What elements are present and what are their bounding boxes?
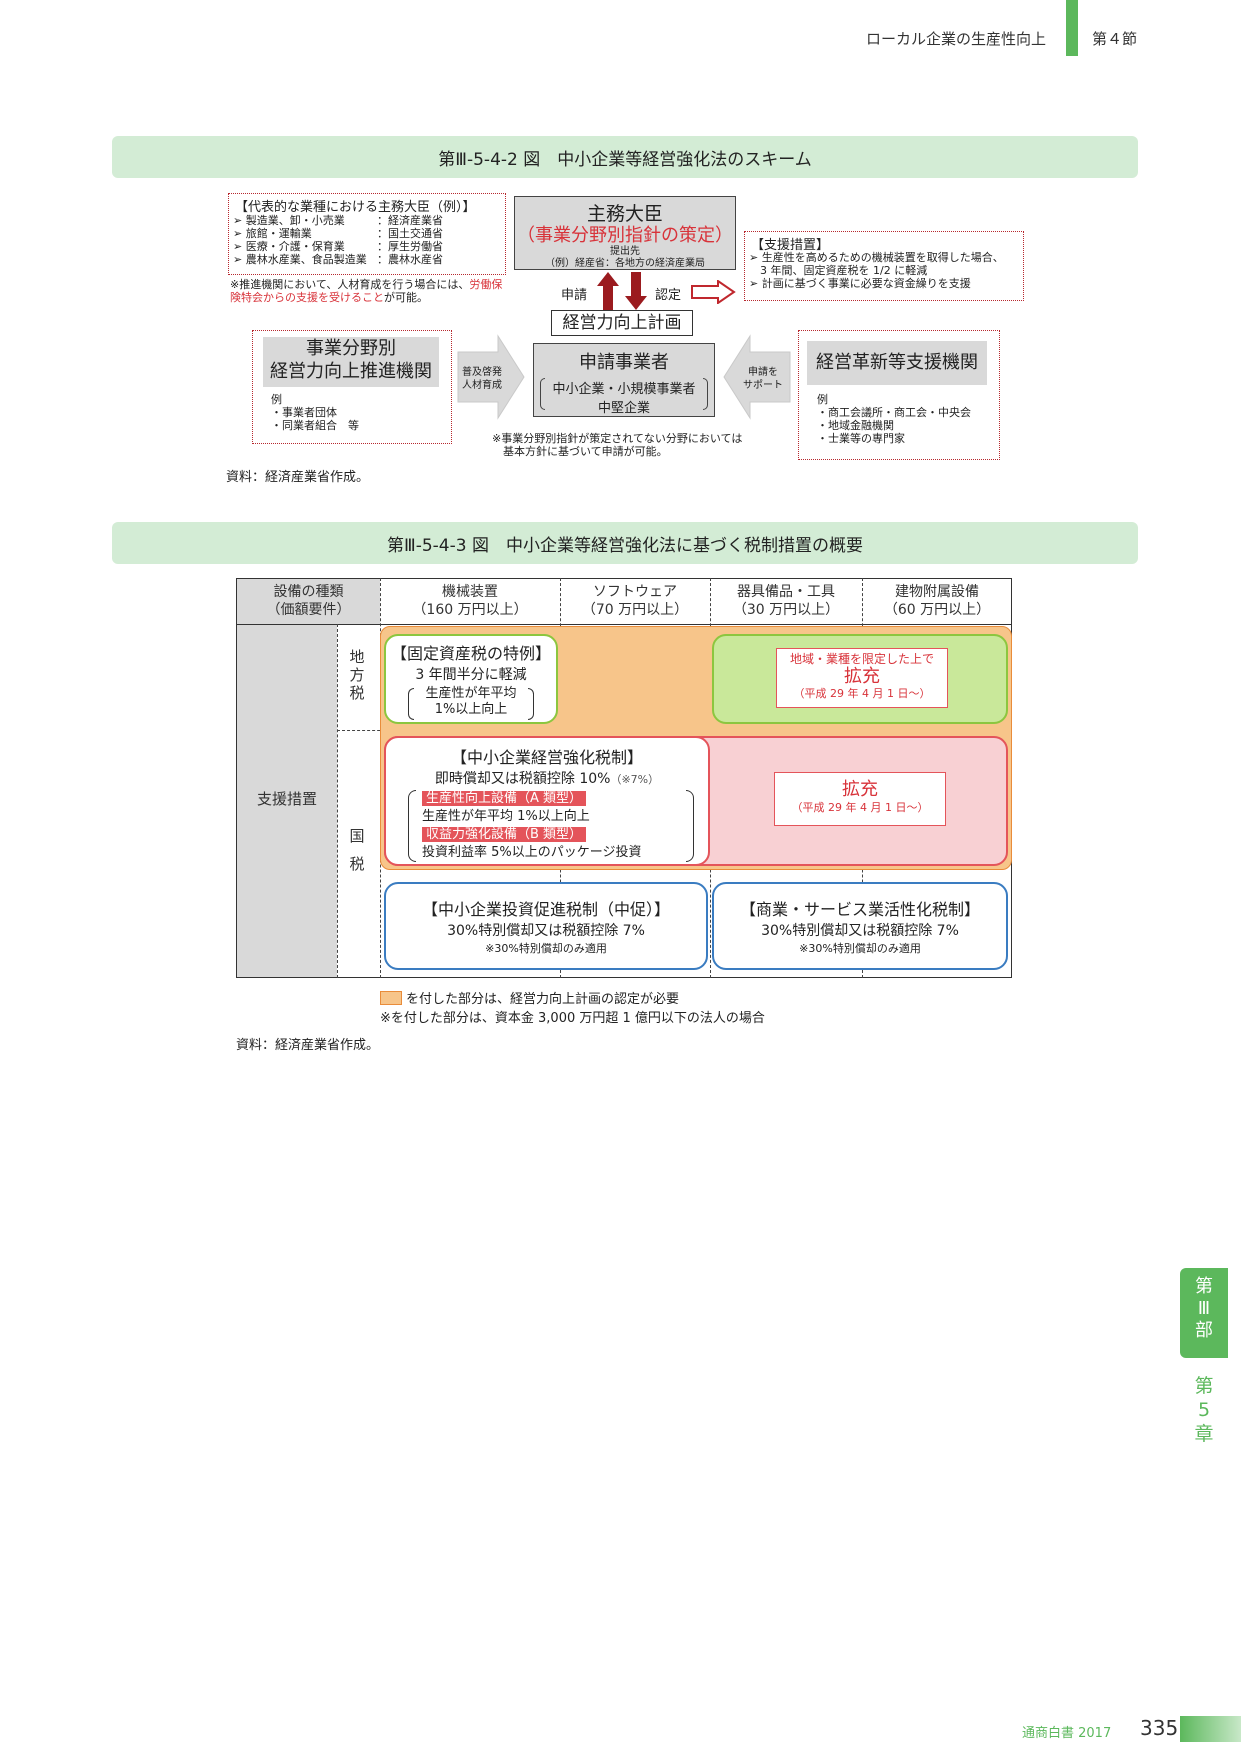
national-expansion-label: 拡充 （平成 29 年 4 月 1 日～） (774, 772, 946, 826)
support-org-title: 経営革新等支援機関 (807, 341, 987, 385)
applicant-title: 申請事業者 (579, 352, 669, 373)
promotion-org-box: 事業分野別 経営力向上推進機関 例 ・事業者団体 ・同業者組合 等 (252, 330, 452, 444)
header-cell-tools: 器具備品・工具（30 万円以上） (732, 584, 840, 618)
ministers-example-box: 【代表的な業種における主務大臣（例）】 ➢ 製造業、卸・小売業 ➢ 旅館・運輸業… (228, 193, 506, 275)
page-number: 335 (1140, 1716, 1179, 1740)
support-org-examples: 例 ・商工会議所・商工会・中央会 ・地域金融機関 ・士業等の専門家 (817, 393, 971, 445)
figure1-title: 第Ⅲ-5-4-2 図 中小企業等経営強化法のスキーム (112, 136, 1138, 178)
ministers-minister-list: ：経済産業省 ：国土交通省 ：厚生労働省 ：農林水産省 (377, 214, 497, 266)
promotion-org-examples: 例 ・事業者団体 ・同業者組合 等 (271, 393, 359, 432)
main-minister-box: 主務大臣 （事業分野別指針の策定） 提出先 （例）経産省：各地方の経済産業局 (514, 196, 736, 270)
local-tax-label: 地方税 (349, 648, 365, 702)
industry-row: ➢ 旅館・運輸業 (233, 227, 312, 240)
commerce-service-box: 【商業・サービス業活性化税制】 30%特別償却又は税額控除 7% ※30%特別償… (712, 882, 1008, 970)
header-accent-bar (1066, 0, 1078, 56)
ministers-industry-list: ➢ 製造業、卸・小売業 ➢ 旅館・運輸業 ➢ 医療・介護・保育業 ➢ 農林水産業… (233, 214, 393, 266)
national-tax-label: 国税 (349, 827, 365, 873)
industry-row: ➢ 製造業、卸・小売業 (233, 214, 345, 227)
part-tab: 第 Ⅲ 部 (1180, 1268, 1228, 1358)
ministers-heading: 【代表的な業種における主務大臣（例）】 (235, 200, 476, 215)
minister-row: ：厚生労働省 (377, 240, 443, 253)
applicant-sub2: 中堅企業 (597, 401, 650, 416)
header-cell-machinery: 機械装置（160 万円以上） (412, 584, 528, 618)
investment-line: 30%特別償却又は税額控除 7% (447, 923, 645, 939)
awareness-arrow (457, 334, 525, 420)
applicant-box: 申請事業者 中小企業・小規模事業者 中堅企業 (533, 343, 715, 417)
guideline-note: ※事業分野別指針が策定されてない分野においては 基本方針に基づいて申請が可能。 (492, 432, 743, 458)
header-cell-type: 設備の種類（価額要件） (266, 584, 351, 618)
industry-row: ➢ 医療・介護・保育業 (233, 240, 345, 253)
main-minister-policy: （事業分野別指針の策定） (517, 225, 733, 246)
support-measures-label: 支援措置 (256, 790, 317, 808)
submit-to-label: 提出先 (610, 246, 640, 257)
figure2-source: 資料：経済産業省作成。 (236, 1038, 380, 1053)
apply-arrow-up (597, 272, 619, 310)
header-cell-building: 建物附属設備（60 万円以上） (883, 584, 991, 618)
footer-book-title: 通商白書 2017 (1022, 1726, 1112, 1741)
strengthen-line: 即時償却又は税額控除 10%（※7%） (434, 771, 660, 787)
investment-promotion-box: 【中小企業投資促進税制（中促）】 30%特別償却又は税額控除 7% ※30%特別… (384, 882, 708, 970)
legend-certification: を付した部分は、経営力向上計画の認定が必要 (406, 992, 680, 1007)
chapter-tab: 第 5 章 (1194, 1375, 1214, 1445)
support-arrow (723, 334, 791, 420)
approve-arrow-down (625, 272, 647, 310)
applicant-sub1: 中小企業・小規模事業者 (552, 382, 696, 397)
investment-note: ※30%特別償却のみ適用 (485, 942, 607, 955)
commerce-title: 【商業・サービス業活性化税制】 (739, 900, 980, 919)
section-title: ローカル企業の生産性向上 (866, 30, 1047, 48)
fixed-asset-title: 【固定資産税の特例】 (390, 644, 551, 663)
legend-capital: ※を付した部分は、資本金 3,000 万円超 1 億円以下の法人の場合 (380, 1011, 765, 1026)
local-expansion-box: 地域・業種を限定した上で 拡充 （平成 29 年 4 月 1 日～） (712, 634, 1008, 724)
footer-accent-bar (1180, 1716, 1241, 1742)
promotion-org-title: 事業分野別 経営力向上推進機関 (263, 337, 439, 387)
header-cell-software: ソフトウェア（70 万円以上） (581, 584, 689, 618)
plan-label: 経営力向上計画 (551, 310, 693, 336)
minister-row: ：経済産業省 (377, 214, 443, 227)
submit-example: （例）経産省：各地方の経済産業局 (545, 258, 705, 269)
support-label-cell (237, 624, 337, 977)
support-arrow-text: 申請を サポート (743, 367, 783, 391)
figure2-title: 第Ⅲ-5-4-3 図 中小企業等経営強化法に基づく税制措置の概要 (112, 522, 1138, 564)
local-expansion-label: 地域・業種を限定した上で 拡充 （平成 29 年 4 月 1 日～） (776, 648, 948, 708)
main-minister-title: 主務大臣 (586, 203, 663, 225)
strengthen-types: 生産性向上設備（A 類型） 生産性が年平均 1%以上向上 収益力強化設備（B 類… (422, 791, 642, 860)
support-items: ➢ 生産性を高めるための機械装置を取得した場合、 3 年間、固定資産税を 1/2… (749, 251, 1004, 290)
header-type-cell (237, 579, 380, 624)
approve-label: 認定 (655, 288, 682, 303)
promotion-note: ※推進機関において、人材育成を行う場合には、労働保険特会からの支援を受けることが… (230, 278, 503, 304)
support-org-box: 経営革新等支援機関 例 ・商工会議所・商工会・中央会 ・地域金融機関 ・士業等の… (798, 330, 1000, 460)
support-heading: 【支援措置】 (751, 238, 830, 253)
commerce-note: ※30%特別償却のみ適用 (799, 942, 921, 955)
strengthen-title: 【中小企業経営強化税制】 (450, 748, 643, 767)
minister-row: ：農林水産省 (377, 253, 443, 266)
figure1-source: 資料：経済産業省作成。 (226, 470, 370, 485)
apply-label: 申請 (561, 288, 588, 303)
investment-title: 【中小企業投資促進税制（中促）】 (421, 900, 670, 919)
section-number: 第４節 (1092, 30, 1138, 48)
approve-to-support-arrow (691, 280, 736, 304)
support-measures-box: 【支援措置】 ➢ 生産性を高めるための機械装置を取得した場合、 3 年間、固定資… (744, 231, 1024, 301)
legend-orange-swatch (380, 991, 402, 1005)
commerce-line: 30%特別償却又は税額控除 7% (761, 923, 959, 939)
industry-row: ➢ 農林水産業、食品製造業 (233, 253, 367, 266)
strengthen-tax-box: 【中小企業経営強化税制】 即時償却又は税額控除 10%（※7%） 生産性向上設備… (384, 736, 710, 866)
minister-row: ：国土交通省 (377, 227, 443, 240)
fixed-asset-line: 3 年間半分に軽減 (415, 667, 527, 683)
awareness-arrow-text: 普及啓発 人材育成 (462, 367, 502, 391)
